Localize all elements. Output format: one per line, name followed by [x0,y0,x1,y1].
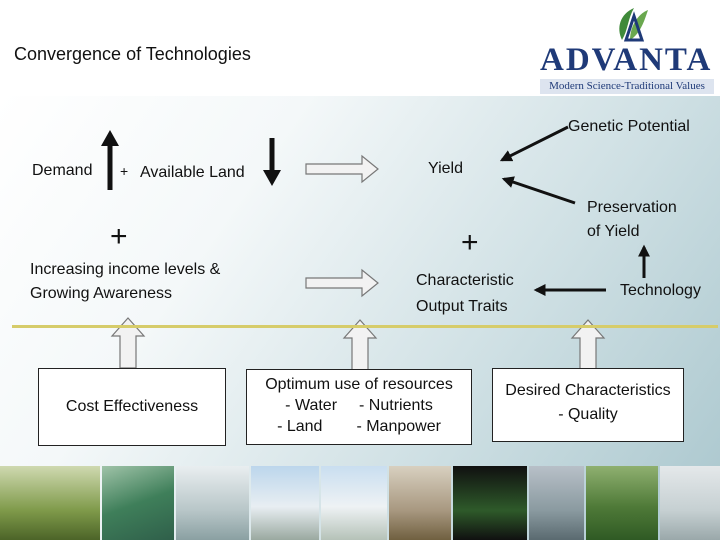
leaf-logo-icon [619,8,648,42]
income-line-1: Increasing income levels & [30,261,221,278]
optimum-resources-box: Optimum use of resources - Water - Nutri… [246,369,472,445]
optimum-row-2: - Land - Manpower [247,416,471,437]
optimum-title: Optimum use of resources [265,376,453,393]
photo-greenhouse [321,466,387,540]
optimum-water: - Water [285,397,338,414]
land-down-arrow [263,138,281,186]
technology-label: Technology [620,282,701,299]
characteristic-label: Characteristic Output Traits [416,268,514,320]
demand-label: Demand [32,162,93,179]
photo-lab-researcher [175,466,250,540]
desired-characteristics-box: Desired Characteristics - Quality [492,368,684,442]
photo-lab-bench [388,466,451,540]
demand-up-arrow [101,130,119,190]
income-label: Increasing income levels & Growing Aware… [30,258,220,306]
optimum-row-1: - Water - Nutrients [247,395,471,416]
optimum-land: - Land [277,418,323,435]
preservation-arrow [501,176,576,205]
divider-line [12,325,718,328]
optimum-manpower: - Manpower [356,418,441,435]
plus-available: + [120,163,129,179]
yield-hollow-arrow [305,154,379,184]
characteristic-line-2: Output Traits [416,298,508,315]
desired-quality: - Quality [558,406,618,423]
photo-strip [0,466,720,540]
logo-tagline: Modern Science-Traditional Values [540,79,714,94]
photo-lab-glassware [660,466,720,540]
plus-sign-right: + [461,226,479,259]
genetic-potential-label: Genetic Potential [568,118,690,135]
optimum-nutrients: - Nutrients [359,397,433,414]
logo-wordmark: ADVANTA [540,42,713,78]
cost-effectiveness-text: Cost Effectiveness [65,398,199,415]
desired-title: Desired Characteristics [505,382,671,399]
income-line-2: Growing Awareness [30,285,172,302]
cost-effectiveness-box: Cost Effectiveness [38,368,226,446]
available-land-label: Available Land [140,164,245,181]
photo-silos [251,466,320,540]
header: Convergence of Technologies ADVANTA Mode… [0,0,720,95]
traits-hollow-arrow [305,268,379,298]
preservation-label: Preservation of Yield [587,196,677,244]
advanta-logo: ADVANTA Modern Science-Traditional Value… [538,6,716,94]
photo-greenhouse-interior [528,466,585,540]
photo-seedlings [586,466,659,540]
desired-up-arrow [570,319,606,371]
slide-title: Convergence of Technologies [14,44,251,64]
yield-label: Yield [428,160,463,177]
genetic-arrow [499,125,569,162]
characteristic-line-1: Characteristic [416,272,514,289]
preservation-line-1: Preservation [587,199,677,216]
plus-sign-left: + [110,220,128,253]
photo-lab-gloves [101,466,174,540]
optimum-up-arrow [342,319,378,371]
photo-crop-field [0,466,100,540]
preservation-line-2: of Yield [587,223,640,240]
photo-plant-tubes [452,466,527,540]
